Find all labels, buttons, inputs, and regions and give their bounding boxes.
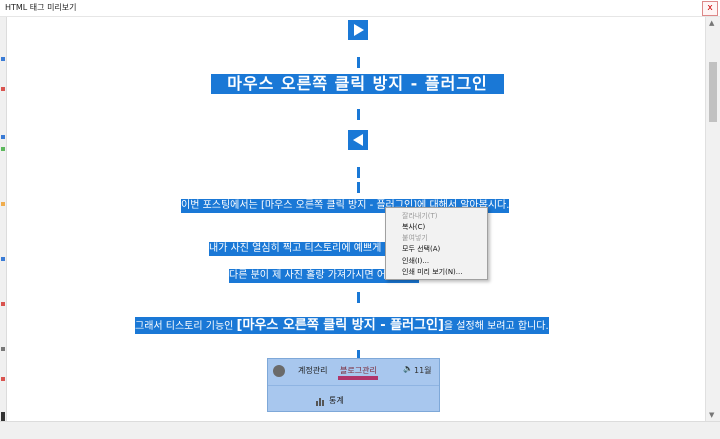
scroll-up-icon[interactable]: ▲ [709, 19, 715, 27]
divider-dash [357, 182, 360, 193]
scroll-down-icon[interactable]: ▼ [709, 411, 715, 419]
play-left-icon [348, 130, 368, 150]
window-bottom-bar [0, 421, 720, 439]
blog-manage-label: 블로그관리 [340, 366, 377, 375]
plan-text-pre: 그래서 티스토리 기능인 [135, 321, 237, 332]
menu-item-cut[interactable]: 잘라내기(T) [402, 212, 438, 220]
window-title: HTML 태그 미리보기 [5, 3, 77, 12]
paragraph-question: 다른 분이 제 사진 홀랑 가져가시면 어떡하죠? [229, 269, 419, 283]
paragraph-plan: 그래서 티스토리 기능인 [마우스 오른쪽 클릭 방지 - 플러그인]을 설정해… [135, 317, 549, 334]
page-headline: 마우스 오른쪽 클릭 방지 - 플러그인 [211, 74, 504, 94]
divider-dash [357, 292, 360, 303]
stats-label: 통계 [329, 396, 344, 405]
divider-dash [357, 109, 360, 120]
divider-dash [357, 57, 360, 68]
avatar [273, 365, 285, 377]
plan-text-post: 을 설정해 보려고 합니다. [443, 321, 549, 332]
plan-text-highlight: [마우스 오른쪽 클릭 방지 - 플러그인] [236, 318, 444, 333]
background-app-edge [0, 17, 7, 438]
notice-label: 11월 [414, 366, 432, 375]
bar-chart-icon [316, 398, 324, 406]
divider-dash [357, 167, 360, 178]
window-titlebar: HTML 태그 미리보기 x [0, 0, 720, 17]
menu-item-paste[interactable]: 붙여넣기 [402, 234, 428, 242]
account-menu-label: 계정관리 [298, 366, 328, 375]
close-button[interactable]: x [702, 1, 718, 16]
paragraph-photo: 내가 사진 열심히 찍고 티스토리에 예쁘게 올렸는데! [209, 242, 426, 256]
menu-item-copy[interactable]: 복사(C) [402, 223, 426, 231]
embedded-screenshot: 계정관리 블로그관리 🔈 11월 통계 [267, 358, 440, 412]
context-menu: 잘라내기(T) 복사(C) 붙여넣기 모두 선택(A) 인쇄(I)... 인쇄 … [385, 207, 488, 280]
vertical-scrollbar[interactable]: ▲ ▼ [705, 17, 720, 421]
menu-item-select-all[interactable]: 모두 선택(A) [402, 245, 441, 253]
blog-manage-underline [338, 376, 378, 380]
card-divider [268, 385, 439, 386]
menu-item-print[interactable]: 인쇄(I)... [402, 257, 430, 265]
menu-item-print-preview[interactable]: 인쇄 미리 보기(N)... [402, 268, 463, 276]
play-right-icon [348, 20, 368, 40]
speaker-icon: 🔈 [403, 364, 413, 373]
divider-dash [357, 350, 360, 361]
scroll-thumb[interactable] [709, 62, 717, 122]
preview-content: 마우스 오른쪽 클릭 방지 - 플러그인 이번 포스팅에서는 [마우스 오른쪽 … [7, 17, 705, 421]
